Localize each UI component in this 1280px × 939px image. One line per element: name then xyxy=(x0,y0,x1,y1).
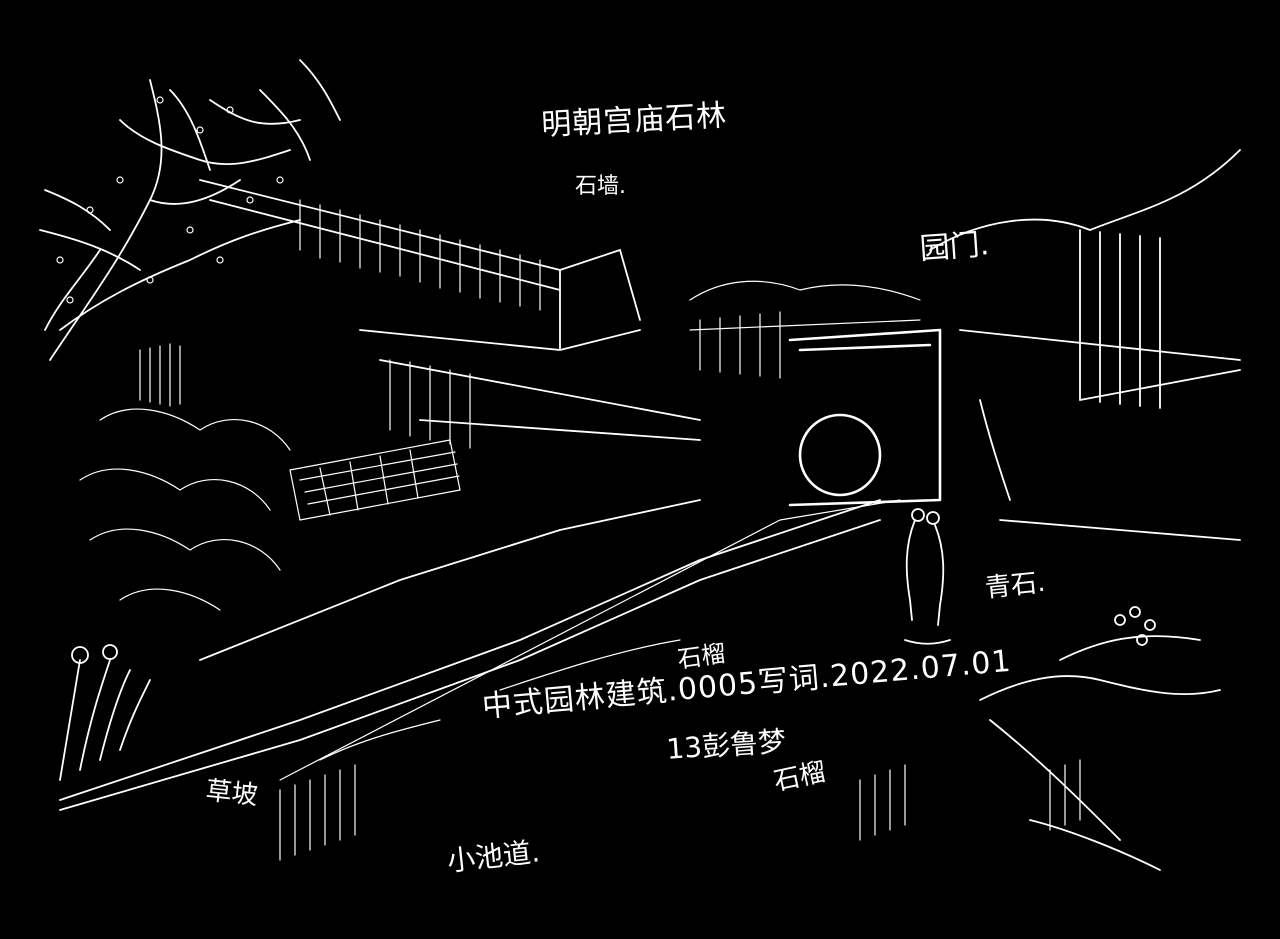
tiled-roof-lower xyxy=(289,439,461,521)
stone-edge-left-bank xyxy=(59,499,881,811)
rock-right-foreground xyxy=(979,606,1221,871)
note-stone: 青石. xyxy=(983,567,1047,604)
human-figures xyxy=(904,508,951,645)
foreground-hatching xyxy=(279,759,1081,861)
water-pond xyxy=(279,499,901,781)
moon-gate xyxy=(788,328,942,507)
note-slope: 草坡 xyxy=(204,775,260,812)
shrubs-left xyxy=(79,343,291,611)
note-author: 13彭鲁梦 xyxy=(665,724,787,766)
roof-hatching xyxy=(299,199,541,449)
distant-roofs xyxy=(689,280,921,379)
note-gate: 园门. xyxy=(918,227,991,267)
tree-blossom-dots xyxy=(56,96,284,304)
foreground-plants xyxy=(59,644,151,781)
note-wall: 石墙. xyxy=(575,174,626,199)
bare-tree-branches xyxy=(39,59,341,361)
right-trees-and-wall xyxy=(929,149,1241,541)
